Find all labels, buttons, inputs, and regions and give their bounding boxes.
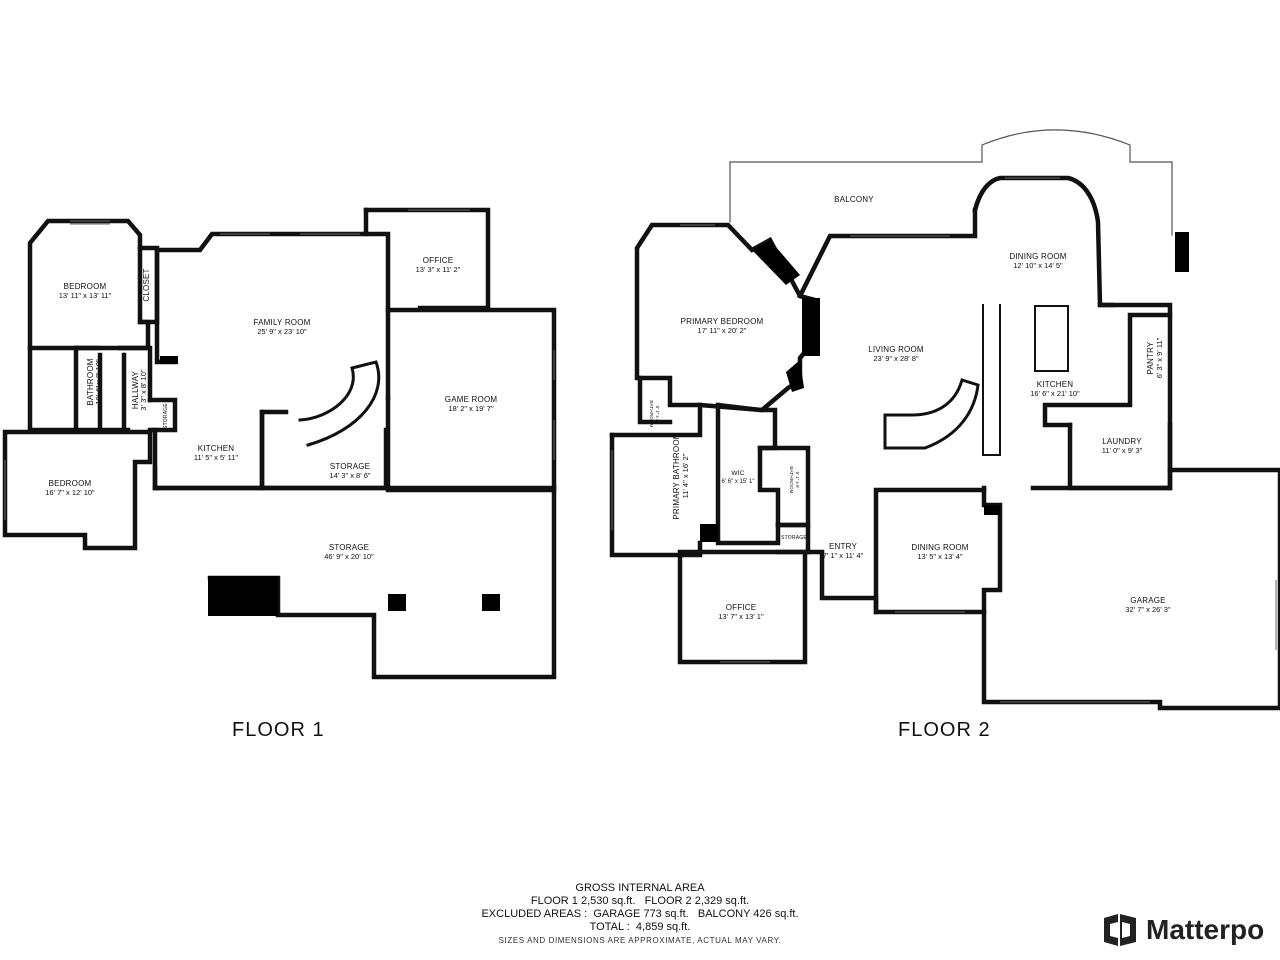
room-name: KITCHEN <box>1037 380 1074 389</box>
room-name: ENTRY <box>829 542 857 551</box>
room-dimensions: 18' 2" x 19' 7" <box>448 404 494 413</box>
area-summary-disclaimer: SIZES AND DIMENSIONS ARE APPROXIMATE, AC… <box>498 936 782 945</box>
room-dimensions: 5' 1" x 4' <box>655 406 660 423</box>
floor-1-label: FLOOR 1 <box>232 719 325 741</box>
room-dimensions: 13' 5" x 13' 4" <box>917 552 963 561</box>
room-name: STORAGE <box>781 535 807 541</box>
room-name: OFFICE <box>423 256 454 265</box>
room-name: HALLWAY <box>131 370 140 409</box>
room-name: STORAGE <box>163 403 169 429</box>
room-name: BALCONY <box>834 195 874 204</box>
room-name: GAME ROOM <box>445 395 498 404</box>
room-name: DINING ROOM <box>911 543 968 552</box>
room-name: KITCHEN <box>198 444 235 453</box>
room-dimensions: 12' 10" x 14' 5" <box>1013 261 1063 270</box>
room-dimensions: 11' 4" x 16' 2" <box>681 453 690 498</box>
room-dimensions: 11' 5" x 5' 11" <box>194 453 239 462</box>
room-name: CLOSET <box>142 268 151 301</box>
room-name: WIC <box>731 470 744 477</box>
room-name: BATHROOM <box>789 466 794 493</box>
room-dimensions: 13' 7" x 13' 1" <box>718 612 764 621</box>
area-summary-excluded: EXCLUDED AREAS : GARAGE 773 sq.ft. BALCO… <box>481 908 799 920</box>
room-dimensions: 10' 4" x 8' 10" <box>94 359 103 405</box>
room-dimensions: 6' 6" x 15' 1" <box>722 479 755 485</box>
room-dimensions: 13' 3" x 11' 2" <box>416 265 461 274</box>
room-name: BEDROOM <box>49 479 92 488</box>
room-dimensions: 7' 1" x 11' 4" <box>823 551 864 560</box>
matterport-logo-icon <box>1104 914 1136 946</box>
brand: Matterpo <box>1102 912 1264 948</box>
room-dimensions: 16' 6" x 21' 10" <box>1030 389 1080 398</box>
window-marks <box>4 177 1277 703</box>
floor-2-walls <box>609 129 1280 711</box>
room-name: PRIMARY BEDROOM <box>681 317 764 326</box>
floor-1-walls <box>2 207 557 680</box>
area-summary-title: GROSS INTERNAL AREA <box>575 882 705 894</box>
room-name: GARAGE <box>1130 596 1165 605</box>
room-dimensions: 6' 3" x 9' 11" <box>1155 337 1164 378</box>
room-dimensions: 23' 9" x 28' 8" <box>873 354 919 363</box>
room-name: BATHROOM <box>86 358 95 405</box>
room-dimensions: 14' 3" x 8' 6" <box>329 471 370 480</box>
room-dimensions: 17' 11" x 20' 2" <box>698 326 747 335</box>
brand-name: Matterpo <box>1146 914 1265 945</box>
area-summary-total: TOTAL : 4,859 sq.ft. <box>589 921 691 933</box>
room-dimensions: 11' 0" x 9' 3" <box>1102 446 1143 455</box>
room-name: BATHROOM <box>649 400 654 427</box>
room-name: BEDROOM <box>64 282 107 291</box>
room-dimensions: 13' 11" x 13' 11" <box>59 291 112 300</box>
room-name: PRIMARY BATHROOM <box>672 432 681 519</box>
room-name: LAUNDRY <box>1102 437 1142 446</box>
room-name: LIVING ROOM <box>868 345 924 354</box>
room-dimensions: 46' 9" x 20' 10" <box>324 552 374 561</box>
room-dimensions: 5' 1" x 6' <box>795 472 800 489</box>
room-name: OFFICE <box>726 603 757 612</box>
room-name: DINING ROOM <box>1009 252 1066 261</box>
room-name: PANTRY <box>1146 341 1155 374</box>
area-summary: GROSS INTERNAL AREA FLOOR 1 2,530 sq.ft.… <box>0 882 1280 947</box>
room-name: STORAGE <box>330 462 370 471</box>
room-dimensions: 3' 3" x 8' 10" <box>139 369 148 410</box>
room-dimensions: 16' 7" x 12' 10" <box>45 488 95 497</box>
area-summary-floors: FLOOR 1 2,530 sq.ft. FLOOR 2 2,329 sq.ft… <box>530 895 750 907</box>
room-dimensions: 25' 9" x 23' 10" <box>257 327 307 336</box>
room-name: FAMILY ROOM <box>253 318 310 327</box>
structural-blocks <box>160 232 1189 616</box>
room-dimensions: 32' 7" x 26' 3" <box>1125 605 1171 614</box>
room-name: STORAGE <box>329 543 369 552</box>
floor-2-label: FLOOR 2 <box>898 719 991 741</box>
